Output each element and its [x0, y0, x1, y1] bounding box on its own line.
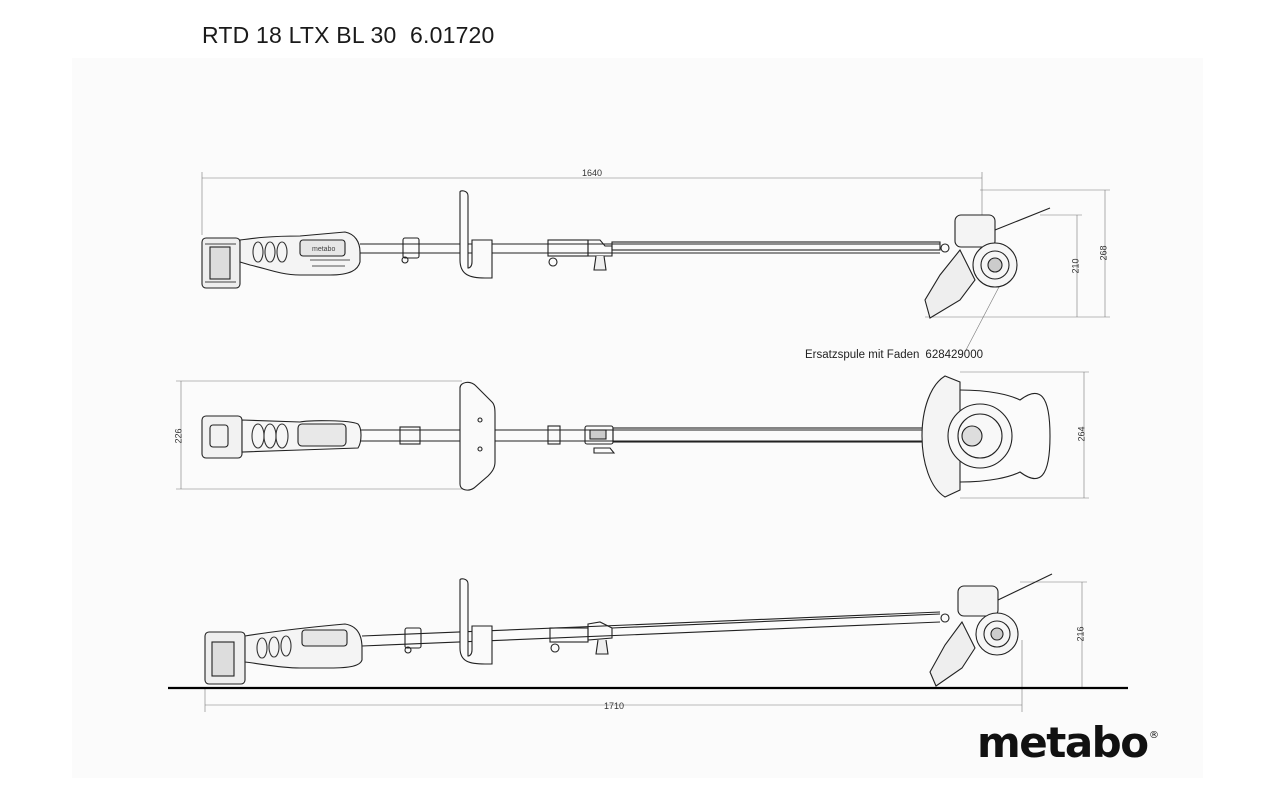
dimension-head-height-bottom: 216 [1075, 626, 1086, 642]
trimmer-inclined-view-bottom [168, 573, 1128, 712]
trimmer-side-view-top: metabo [201, 172, 1110, 351]
dimension-lines-top [201, 172, 1110, 351]
trimmer-top-view-middle [176, 371, 1089, 499]
dimension-guard-width-middle: 264 [1076, 426, 1087, 442]
model-title: RTD 18 LTX BL 30 [202, 22, 397, 48]
spare-part-number: 628429000 [925, 349, 983, 361]
spare-part-label: Ersatzspule mit Faden 628429000 [805, 349, 983, 361]
dimension-lines-middle [176, 371, 1089, 499]
dimension-height-total-top: 268 [1098, 245, 1109, 261]
dimension-handle-width-middle: 226 [173, 428, 184, 444]
dimension-lines-bottom [204, 581, 1087, 712]
brand-logo: metabo [977, 718, 1149, 767]
dimension-head-height-top: 210 [1070, 258, 1081, 274]
registered-trademark-mark: ® [1149, 730, 1159, 741]
spare-part-name: Ersatzspule mit Faden [805, 349, 920, 361]
dimension-length-bottom: 1710 [604, 701, 625, 711]
svg-text:metabo: metabo [312, 246, 335, 253]
dimension-length-top: 1640 [582, 168, 603, 178]
article-number: 6.01720 [410, 22, 495, 48]
